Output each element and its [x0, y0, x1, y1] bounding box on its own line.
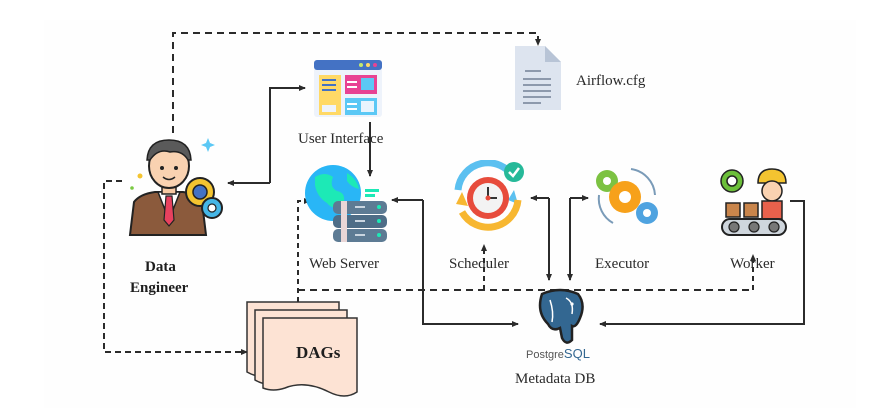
document-file-icon: [515, 46, 561, 110]
metadata-db-label: Metadata DB: [515, 371, 596, 387]
worker-conveyor-icon: [720, 168, 787, 236]
scheduler-label: Scheduler: [449, 256, 509, 272]
edge-webserver-to-db: [422, 200, 519, 327]
globe-server-icon: [305, 165, 387, 242]
web-server-label: Web Server: [309, 256, 380, 272]
edge-engineer-to-ui: [269, 85, 306, 183]
data-engineer-label-line1: Data: [145, 259, 176, 275]
gears-icon: [596, 168, 658, 224]
edge-worker-to-db: [599, 200, 805, 327]
airflow-cfg-label: Airflow.cfg: [576, 73, 646, 89]
edge-engineer-to-dags: [103, 180, 248, 355]
stacked-documents-icon: [246, 301, 358, 397]
data-engineer-label-line2: Engineer: [130, 280, 189, 296]
edge-engineer-to-config: [172, 32, 541, 133]
executor-label: Executor: [595, 256, 650, 272]
user-interface-label: User Interface: [298, 131, 384, 147]
dags-label: DAGs: [296, 343, 341, 362]
clock-cycle-icon: [454, 160, 524, 231]
ui-dashboard-icon: [314, 60, 382, 117]
postgresql-wordmark-b: SQL: [563, 346, 590, 361]
postgresql-elephant-icon: [538, 288, 584, 344]
engineer-with-gears-icon: [128, 138, 223, 236]
worker-label: Worker: [730, 256, 775, 272]
postgresql-wordmark: PostgreSQL: [526, 346, 590, 361]
postgresql-wordmark-a: Postgre: [526, 349, 564, 361]
edge-dags-to-webserver: [297, 198, 311, 302]
